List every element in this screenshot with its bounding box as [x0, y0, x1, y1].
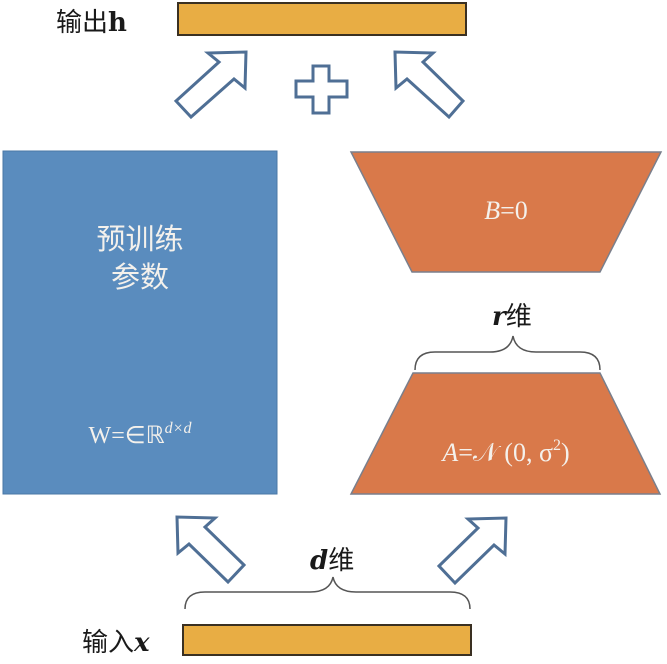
matrix-b-var: B [484, 196, 501, 225]
matrix-a-end: ) [560, 438, 570, 467]
arrow-up-right-icon [173, 50, 248, 120]
arrow-up-right-icon [436, 516, 508, 586]
r-dim-label: r维 [492, 296, 532, 333]
matrix-a-var: A [442, 438, 459, 467]
matrix-a-mid: =𝒩 (0, σ [458, 438, 553, 467]
matrix-a-sup: 2 [552, 437, 561, 454]
output-label-cn: 输出 [56, 8, 109, 38]
d-dim-label: d维 [310, 540, 354, 577]
arrow-up-left-icon [393, 50, 466, 120]
d-dim-cn: 维 [328, 546, 355, 576]
input-bar [182, 624, 472, 656]
input-label-cn: 输入 [82, 628, 135, 658]
plus-icon [294, 64, 349, 115]
matrix-a-formula: A=𝒩 (0, σ2) [351, 437, 661, 469]
weight-formula-main: W=∈ℝ [88, 423, 165, 449]
input-label-var: x [134, 628, 150, 658]
pretrained-title-line2: 参数 [110, 260, 169, 294]
matrix-b-formula: B=0 [412, 196, 600, 226]
d-dim-brace [184, 576, 471, 610]
r-dim-var: r [492, 302, 506, 332]
r-dim-brace [414, 335, 601, 371]
arrow-up-left-icon [175, 515, 247, 585]
output-label-var: h [108, 8, 127, 38]
matrix-b-rest: =0 [500, 196, 528, 225]
matrix-a-trapezoid [349, 372, 662, 495]
matrix-b-trapezoid [349, 151, 663, 273]
pretrained-weights-box [2, 150, 278, 495]
weight-formula-sup: d×d [164, 420, 192, 437]
r-dim-cn: 维 [505, 302, 532, 332]
pretrained-title: 预训练 参数 [3, 220, 277, 296]
output-bar [177, 2, 467, 36]
pretrained-title-line1: 预训练 [96, 222, 184, 256]
d-dim-var: d [310, 546, 329, 576]
output-label: 输出h [56, 2, 127, 39]
weight-formula: W=∈ℝd×d [3, 420, 277, 450]
input-label: 输入x [82, 622, 150, 659]
